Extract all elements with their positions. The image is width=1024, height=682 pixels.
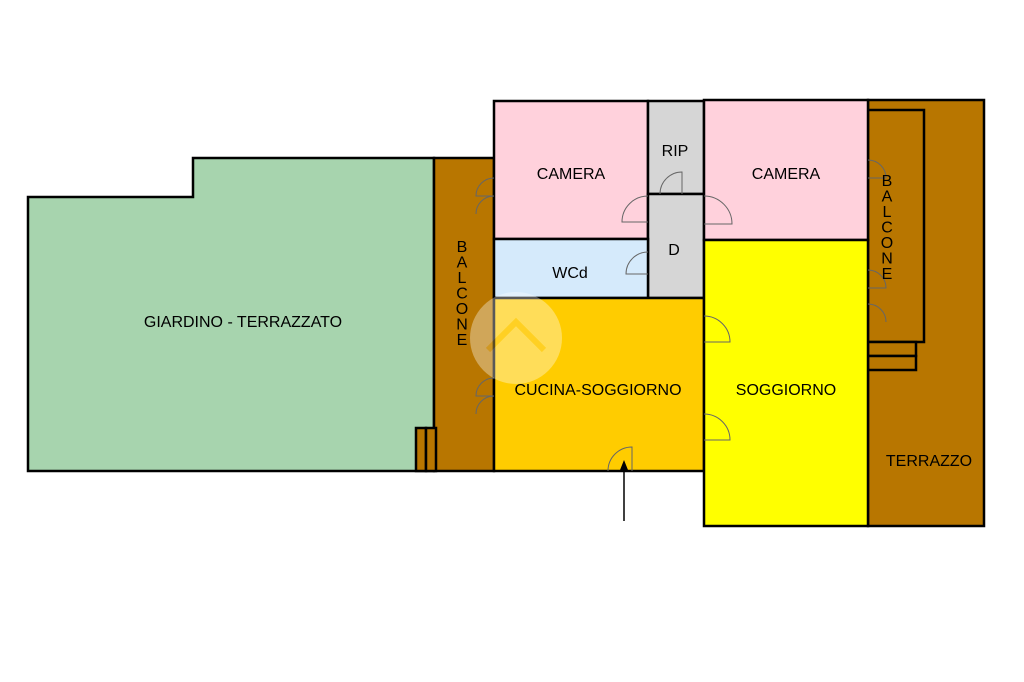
label-disimpegno: D: [668, 242, 680, 259]
label-giardino: GIARDINO - TERRAZZATO: [144, 314, 342, 331]
balcone-left-area[interactable]: [432, 156, 496, 473]
cucina-soggiorno-area[interactable]: [492, 296, 706, 473]
balcone-right-step: [866, 340, 918, 358]
label-rip: RIP: [662, 143, 689, 160]
label-terrazzo: TERRAZZO: [886, 453, 972, 470]
soggiorno-area[interactable]: [702, 238, 870, 528]
house-logo-icon: [470, 292, 562, 384]
wcd-area[interactable]: [492, 237, 650, 300]
balcone-right-step-2: [866, 354, 918, 372]
label-soggiorno: SOGGIORNO: [736, 382, 836, 399]
balcone-left-step: [414, 426, 428, 473]
label-camera-right: CAMERA: [752, 166, 821, 183]
arrow-up-icon: [620, 460, 628, 521]
balcone-right-area[interactable]: [866, 108, 926, 344]
label-wcd: WCd: [552, 265, 588, 282]
door-swings: [475, 159, 887, 472]
label-camera-left: CAMERA: [537, 166, 606, 183]
balcone-left-step-2: [424, 426, 438, 473]
label-cucina-soggiorno: CUCINA-SOGGIORNO: [514, 382, 681, 399]
